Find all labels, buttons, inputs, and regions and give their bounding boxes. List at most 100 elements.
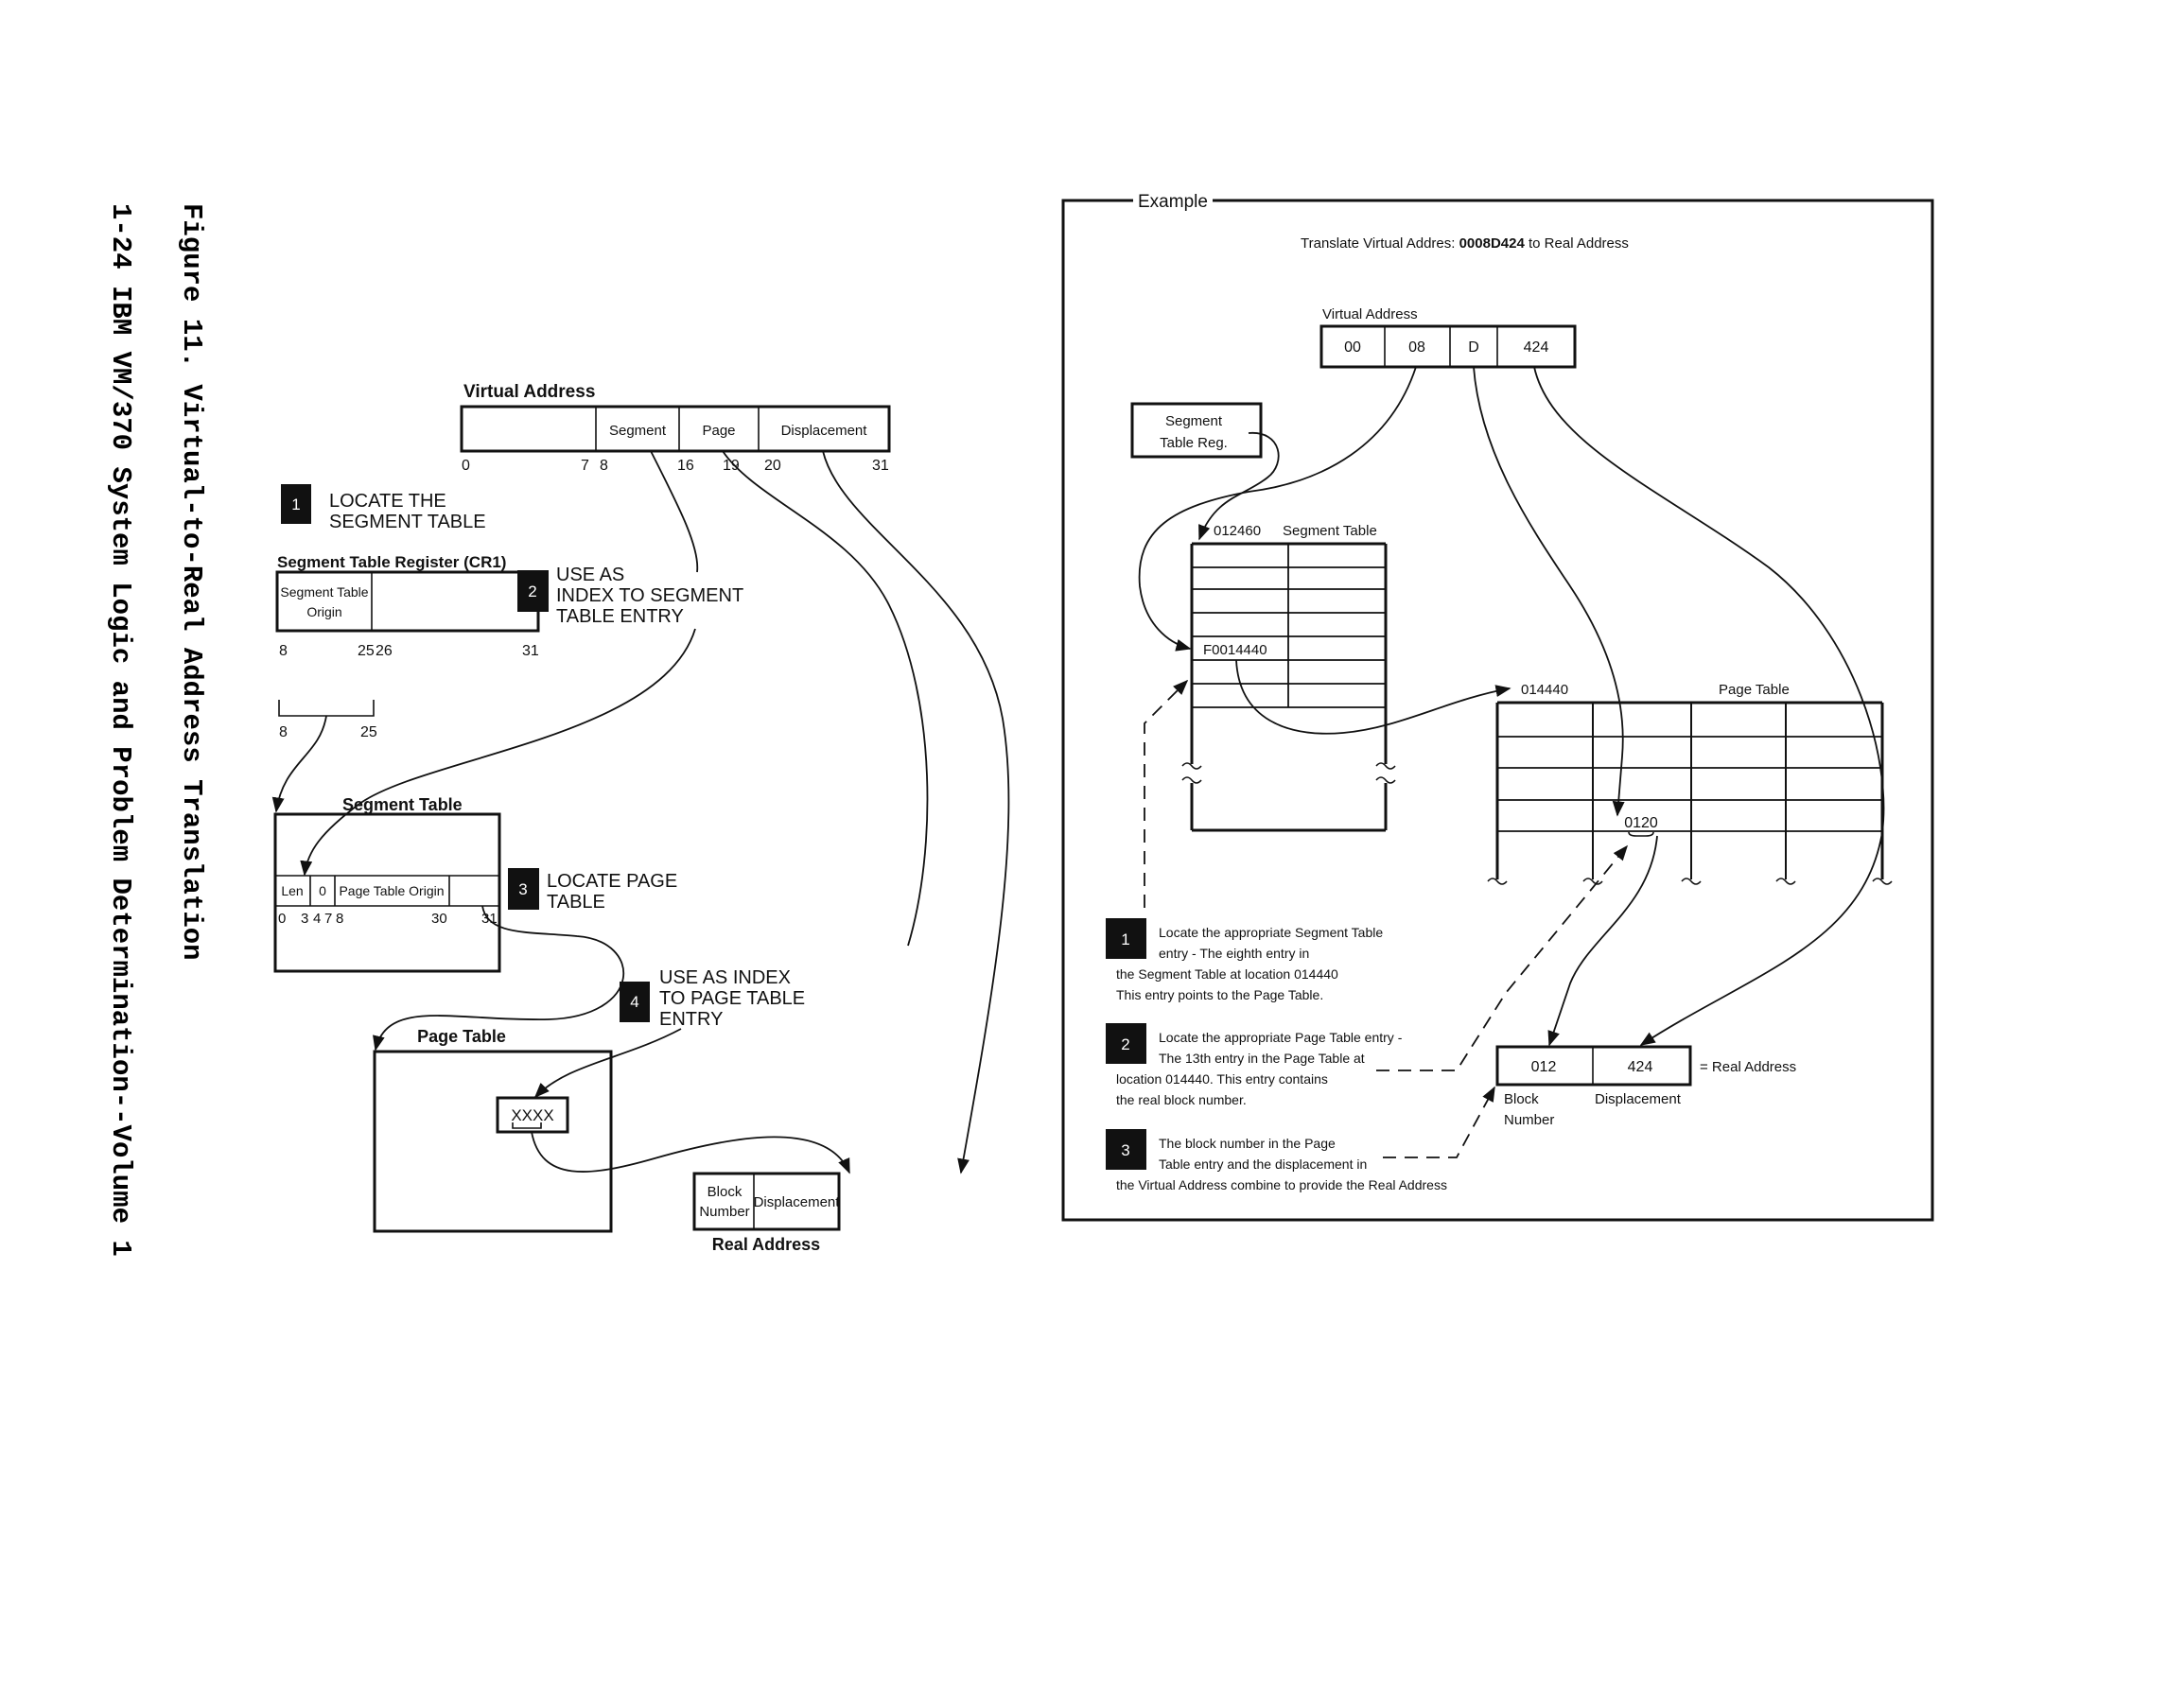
example-va-field: 424 xyxy=(1524,339,1549,356)
step-text: TABLE ENTRY xyxy=(556,606,684,627)
str-label: Table Reg. xyxy=(1160,435,1228,451)
break-mark xyxy=(1582,878,1603,885)
example-note-2: 2 Locate the appropriate Page Table entr… xyxy=(1106,1023,1403,1107)
figure-caption-group: Figure 11. Virtual-to-Real Address Trans… xyxy=(176,203,207,961)
step-text: ENTRY xyxy=(659,1009,723,1030)
bit-label: 4 xyxy=(313,911,321,927)
arrow-displacement xyxy=(822,450,1010,1174)
bit-label: 8 xyxy=(336,911,343,927)
example-va-title: Virtual Address xyxy=(1322,306,1418,322)
note-text: This entry points to the Page Table. xyxy=(1116,987,1323,1002)
arrow-str-to-segment-table xyxy=(1198,432,1280,541)
bit-label: 7 xyxy=(581,458,589,474)
example-ra-suffix: = Real Address xyxy=(1700,1059,1796,1075)
note-text: the Virtual Address combine to provide t… xyxy=(1116,1177,1447,1192)
bit-label: 31 xyxy=(872,458,889,474)
segment-table: Len 0 Page Table Origin xyxy=(273,812,501,973)
arrow-pto-to-page-table xyxy=(373,905,625,1052)
example-ra-block-label: Number xyxy=(1504,1112,1554,1128)
example-virtual-address: 00 08 D 424 xyxy=(1319,324,1577,369)
str-field: Origin xyxy=(306,604,341,619)
running-footer: 1-24 IBM VM/370 System Logic and Problem… xyxy=(105,203,136,1257)
heading-prefix: Translate Virtual Addres: xyxy=(1301,235,1459,252)
arrow-page-index xyxy=(535,450,929,1097)
heading-suffix: to Real Address xyxy=(1525,235,1629,252)
origin-bracket: 8 25 xyxy=(278,700,377,740)
example-pt-title: Page Table xyxy=(1719,682,1790,698)
segment-table-register: Segment Table Origin xyxy=(275,570,540,633)
example-real-address: 012 424 = Real Address Block Number Disp… xyxy=(1495,1045,1796,1128)
step-badge xyxy=(281,484,311,524)
virtual-address-title: Virtual Address xyxy=(463,382,595,402)
general-flow-arrows xyxy=(271,450,1010,1174)
arrow-424-to-ra xyxy=(1533,366,1885,1046)
break-mark xyxy=(1487,878,1508,885)
str-label: Segment xyxy=(1165,413,1223,429)
page-table: XXXX xyxy=(373,1050,613,1233)
running-footer-group: 1-24 IBM VM/370 System Logic and Problem… xyxy=(105,203,136,1257)
break-mark xyxy=(1681,878,1702,885)
step-3: 3 LOCATE PAGE TABLE xyxy=(508,868,677,913)
page-table-entry: XXXX xyxy=(511,1106,553,1124)
bit-label: 8 xyxy=(600,458,608,474)
example-st-title: Segment Table xyxy=(1283,523,1377,539)
step-text: LOCATE PAGE xyxy=(547,871,677,892)
note-text: the Segment Table at location 014440 xyxy=(1116,966,1338,982)
dashed-note2-to-pte xyxy=(1376,844,1629,1071)
step-text: LOCATE THE xyxy=(329,491,446,512)
bit-label: 26 xyxy=(376,643,393,659)
ste-field-len: Len xyxy=(281,883,303,898)
step-text: TO PAGE TABLE xyxy=(659,988,805,1009)
break-mark xyxy=(1775,878,1796,885)
example-note-1: 1 Locate the appropriate Segment Table e… xyxy=(1106,918,1383,1002)
note-text: the real block number. xyxy=(1116,1092,1247,1107)
bit-label: 16 xyxy=(677,458,694,474)
note-number: 3 xyxy=(1121,1141,1129,1159)
example-heading: Translate Virtual Addres: 0008D424 to Re… xyxy=(1301,235,1629,252)
bit-label: 8 xyxy=(279,724,288,740)
heading-value: 0008D424 xyxy=(1459,235,1526,252)
note-badge xyxy=(1106,1023,1146,1064)
bit-label: 31 xyxy=(522,643,539,659)
example-va-field: 00 xyxy=(1344,339,1361,356)
va-field-page: Page xyxy=(702,423,735,439)
note-text: Table entry and the displacement in xyxy=(1159,1157,1367,1172)
step-4: 4 USE AS INDEX TO PAGE TABLE ENTRY xyxy=(620,967,805,1030)
arrow-entry-to-block xyxy=(531,1131,850,1174)
example-ra-block-label: Block xyxy=(1504,1091,1539,1107)
step-text: USE AS xyxy=(556,565,624,585)
step-text: TABLE xyxy=(547,892,605,913)
example-ra-block: 012 xyxy=(1531,1059,1557,1075)
step-number: 1 xyxy=(291,496,300,513)
ra-field-number: Number xyxy=(699,1204,749,1220)
segment-table-title: Segment Table xyxy=(342,795,463,814)
bit-label: 0 xyxy=(462,458,470,474)
example-note-3: 3 The block number in the Page Table ent… xyxy=(1106,1129,1447,1192)
note-number: 2 xyxy=(1121,1035,1129,1053)
arrow-bracket-to-segment-table xyxy=(271,715,327,813)
ra-field-block: Block xyxy=(708,1184,743,1200)
arrow-D-to-pte xyxy=(1473,366,1625,817)
note-badge xyxy=(1106,918,1146,959)
bit-label: 20 xyxy=(764,458,781,474)
str-title: Segment Table Register (CR1) xyxy=(277,553,506,571)
note-text: entry - The eighth entry in xyxy=(1159,946,1309,961)
str-bit-labels: 8 25 26 31 xyxy=(279,643,539,659)
bit-label: 19 xyxy=(723,458,740,474)
example-segment-table-reg: Segment Table Reg. xyxy=(1130,402,1263,459)
example-flow-arrows xyxy=(1138,366,1885,1158)
example-ra-displacement: 424 xyxy=(1628,1059,1653,1075)
step-badge xyxy=(508,868,539,910)
dashed-note3-to-ra xyxy=(1383,1086,1495,1158)
break-mark xyxy=(1181,776,1202,784)
bit-label: 25 xyxy=(360,724,377,740)
step-text: INDEX TO SEGMENT xyxy=(556,585,743,606)
example-frame: Example xyxy=(1061,189,1934,1222)
va-field-displacement: Displacement xyxy=(781,423,868,439)
step-text: SEGMENT TABLE xyxy=(329,512,486,532)
step-text: USE AS INDEX xyxy=(659,967,791,988)
example-pt-entry: 0120 xyxy=(1624,815,1658,831)
note-number: 1 xyxy=(1121,930,1129,948)
va-bit-labels: 0 7 8 16 19 20 31 xyxy=(462,458,889,474)
step-number: 2 xyxy=(528,583,536,600)
